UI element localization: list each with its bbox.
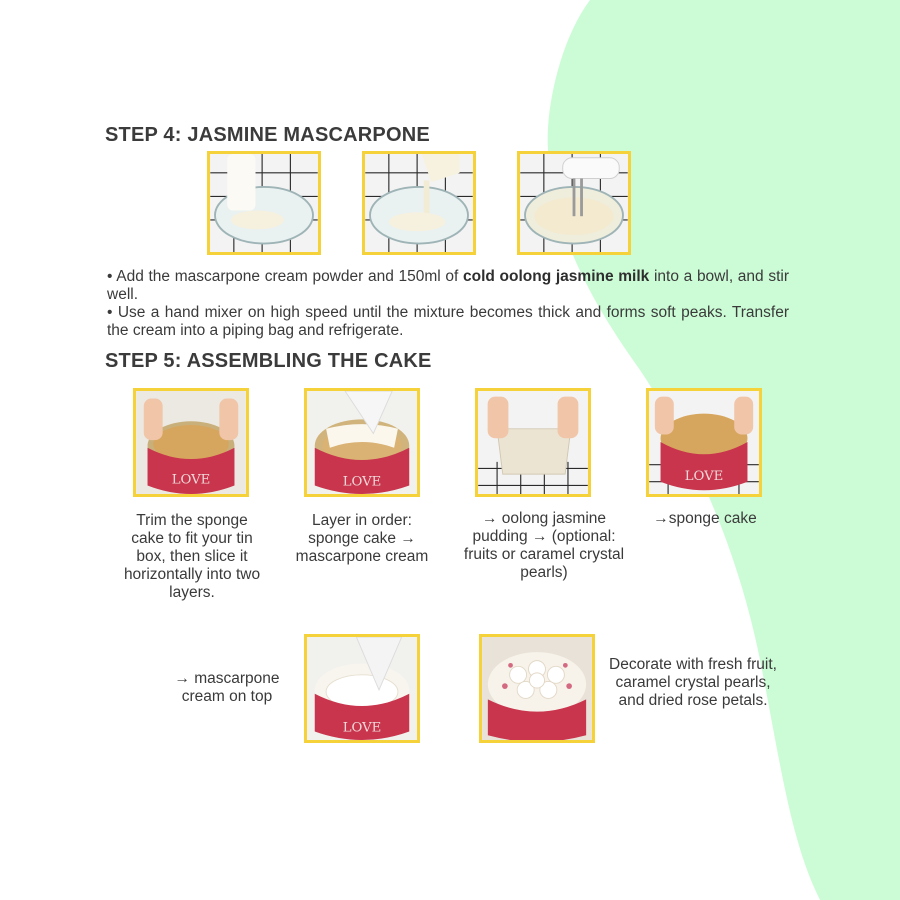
caption-trim-sponge: Trim the sponge cake to fit your tin box…: [123, 512, 261, 601]
step5-title: STEP 5: ASSEMBLING THE CAKE: [105, 350, 432, 372]
hand-mixer-photo: [517, 151, 631, 255]
bold-milk-text: cold oolong jasmine milk: [463, 268, 650, 285]
decorated-cake-photo: [479, 634, 595, 743]
pudding-layer-photo: [475, 388, 591, 497]
step4-bullet-1: • Add the mascarpone cream powder and 15…: [107, 268, 790, 303]
top-sponge-photo: LOVE: [646, 388, 762, 497]
pouring-cream-photo: [207, 151, 321, 255]
svg-text:LOVE: LOVE: [685, 469, 724, 484]
cream-on-top-photo: LOVE: [304, 634, 420, 743]
caption-cream-on-top: → mascarpone cream on top: [174, 670, 280, 705]
svg-text:LOVE: LOVE: [343, 720, 382, 735]
step4-instructions: • Add the mascarpone cream powder and 15…: [107, 268, 789, 340]
caption-sponge-cake: →sponge cake: [653, 510, 757, 527]
layer-cream-photo: LOVE: [304, 388, 420, 497]
step4-bullet-2: • Use a hand mixer on high speed until t…: [107, 304, 789, 339]
caption-decorate: Decorate with fresh fruit, caramel cryst…: [609, 656, 777, 709]
step4-title: STEP 4: JASMINE MASCARPONE: [105, 124, 430, 146]
svg-text:LOVE: LOVE: [343, 474, 382, 489]
pouring-milk-photo: [362, 151, 476, 255]
svg-text:LOVE: LOVE: [172, 473, 211, 488]
caption-layer-order: Layer in order: sponge cake → mascarpone…: [295, 512, 429, 565]
caption-pudding: → oolong jasmine pudding → (optional: fr…: [463, 510, 625, 581]
trim-sponge-photo: LOVE: [133, 388, 249, 497]
